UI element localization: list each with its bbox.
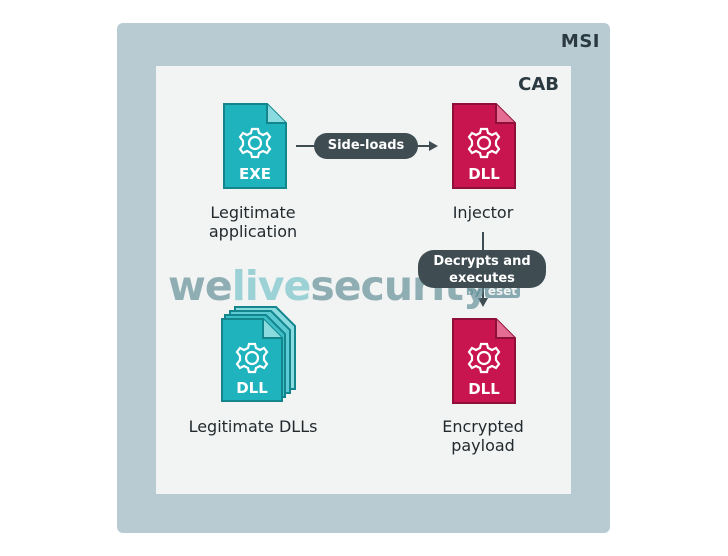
- decrypts-pill: Decrypts and executes: [418, 250, 546, 288]
- injector-tag: DLL: [468, 165, 500, 183]
- exe-label-line2: application: [208, 222, 298, 241]
- injector-file-icon: DLL: [452, 103, 516, 189]
- legit-dlls-tag: DLL: [236, 379, 268, 397]
- watermark-part2: live: [231, 262, 312, 310]
- msi-label: MSI: [560, 31, 600, 52]
- exe-label-line1: Legitimate: [210, 203, 296, 222]
- legit-dlls-label: Legitimate DLLs: [188, 417, 318, 436]
- decrypts-arrowhead: [478, 298, 488, 307]
- gear-icon: [467, 127, 501, 159]
- legit-dlls-stack-icon: DLL: [221, 306, 296, 402]
- injector-label: Injector: [452, 203, 514, 222]
- gear-icon: [235, 342, 269, 374]
- gear-icon: [238, 127, 272, 159]
- exe-tag: EXE: [239, 165, 271, 183]
- decrypts-line1: Decrypts and: [433, 254, 531, 269]
- exe-file-icon: EXE: [223, 103, 287, 189]
- payload-file-icon: DLL: [452, 318, 516, 404]
- exe-label: Legitimate application: [168, 203, 338, 241]
- side-loads-pill: Side-loads: [314, 133, 418, 159]
- watermark-part1: we: [168, 262, 233, 310]
- payload-tag: DLL: [468, 380, 500, 398]
- cab-label: CAB: [518, 74, 559, 95]
- payload-label-line2: payload: [451, 436, 515, 455]
- gear-icon: [467, 342, 501, 374]
- side-loads-arrowhead: [429, 141, 438, 151]
- payload-label: Encrypted payload: [398, 417, 568, 455]
- eset-by: by: [466, 285, 482, 298]
- payload-label-line1: Encrypted: [442, 417, 524, 436]
- decrypts-line2: executes: [449, 271, 515, 286]
